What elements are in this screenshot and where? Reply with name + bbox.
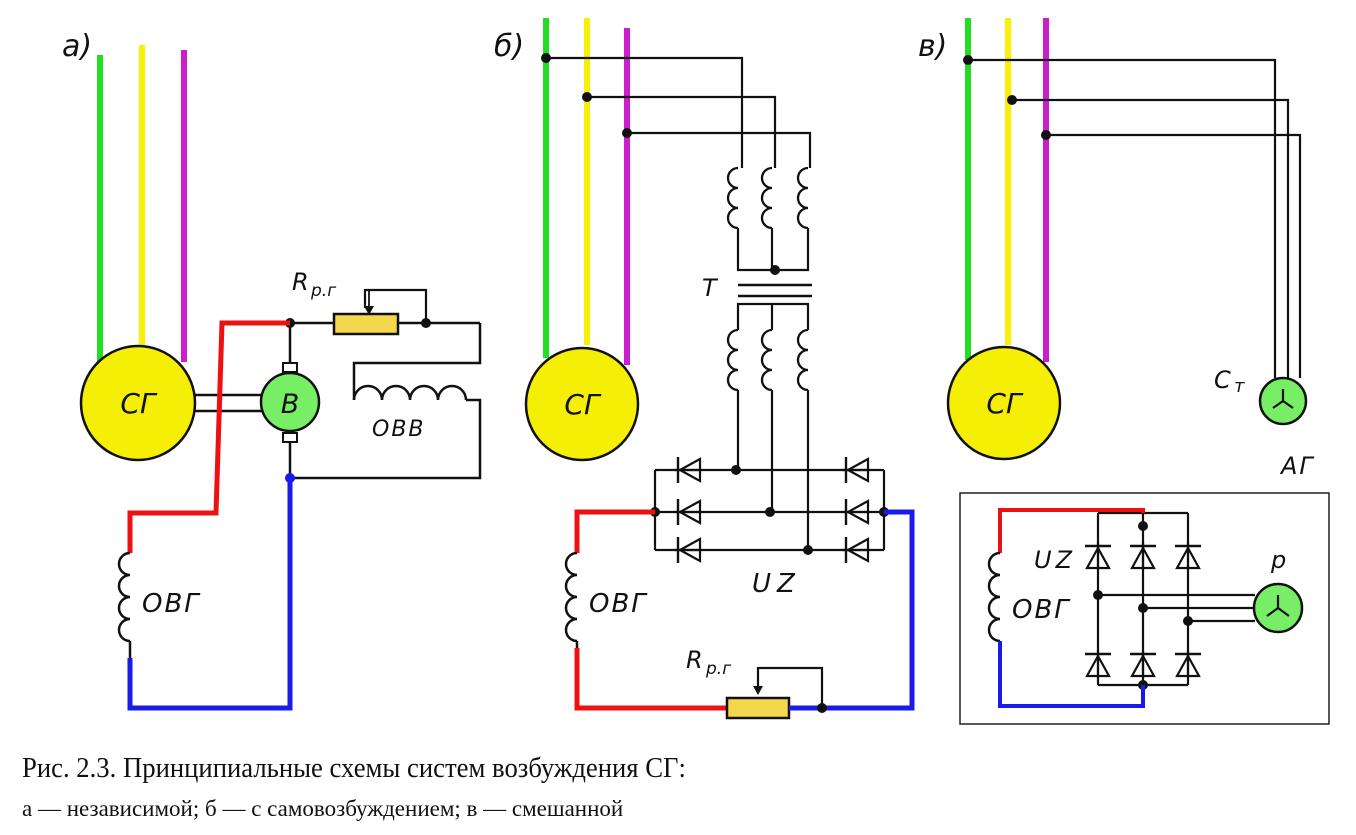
generator-circle	[946, 345, 1062, 461]
rectifier-label: UZ	[1034, 546, 1076, 574]
panel-b: б) Т	[494, 18, 915, 720]
rheostat-subscript: р.г	[705, 659, 731, 679]
panel-c-letter: в)	[918, 29, 947, 64]
panel-a: а) СГ В R р.г ОВВ	[62, 29, 482, 711]
field-winding-label: ОВГ	[589, 589, 648, 619]
exciter-field-winding	[352, 384, 468, 401]
field-winding-ovg	[564, 551, 578, 643]
exciter-winding-label: ОВВ	[372, 417, 426, 442]
dc-plus-wire	[998, 508, 1145, 553]
rotating-rectifier-bridge	[1083, 511, 1255, 690]
current-transformer-label: С	[1214, 366, 1231, 394]
generator-circle	[79, 344, 197, 462]
field-winding-ovg	[117, 551, 131, 643]
dc-minus-wire	[789, 509, 915, 711]
figure-caption-subtitle: а — независимой; б — с самовозбуждением;…	[22, 796, 624, 821]
figure-caption-title: Рис. 2.3. Принципиальные схемы систем во…	[22, 752, 686, 784]
dc-plus-wire	[574, 509, 655, 553]
field-winding-label: ОВГ	[142, 589, 201, 619]
rectifier-bridge	[650, 455, 889, 565]
rheostat-box	[332, 312, 400, 336]
panel-a-letter: а)	[62, 29, 92, 64]
dc-plus-wire	[127, 320, 290, 553]
dc-minus-wire	[127, 478, 293, 711]
star-connection-icon	[1272, 389, 1294, 409]
field-winding-label: ОВГ	[1012, 595, 1071, 625]
rotor-label: р	[1270, 546, 1286, 574]
rheostat-subscript: р.г	[310, 281, 336, 301]
rheostat-box	[725, 696, 791, 720]
generator-label: СГ	[564, 388, 602, 421]
rectifier-label: UZ	[752, 569, 801, 599]
exciter-label: В	[281, 389, 300, 420]
generator-circle	[524, 346, 640, 462]
rheostat-label: R	[292, 268, 309, 296]
aux-generator-label: АГ	[1279, 452, 1315, 480]
dc-minus-wire	[998, 641, 1145, 708]
generator-label: СГ	[120, 387, 158, 420]
star-connection-icon	[1266, 595, 1290, 617]
exciter-circle	[259, 371, 321, 433]
rotating-exciter-frame	[959, 492, 1330, 725]
field-winding-ovg	[987, 551, 1001, 643]
panel-b-letter: б)	[494, 29, 524, 64]
transformer-label: Т	[702, 274, 719, 302]
rheostat-label: R	[686, 646, 703, 674]
generator-label: СГ	[986, 387, 1024, 420]
panel-c: в) СГ С т АГ	[918, 18, 1330, 725]
current-transformer-subscript: т	[1234, 376, 1245, 397]
